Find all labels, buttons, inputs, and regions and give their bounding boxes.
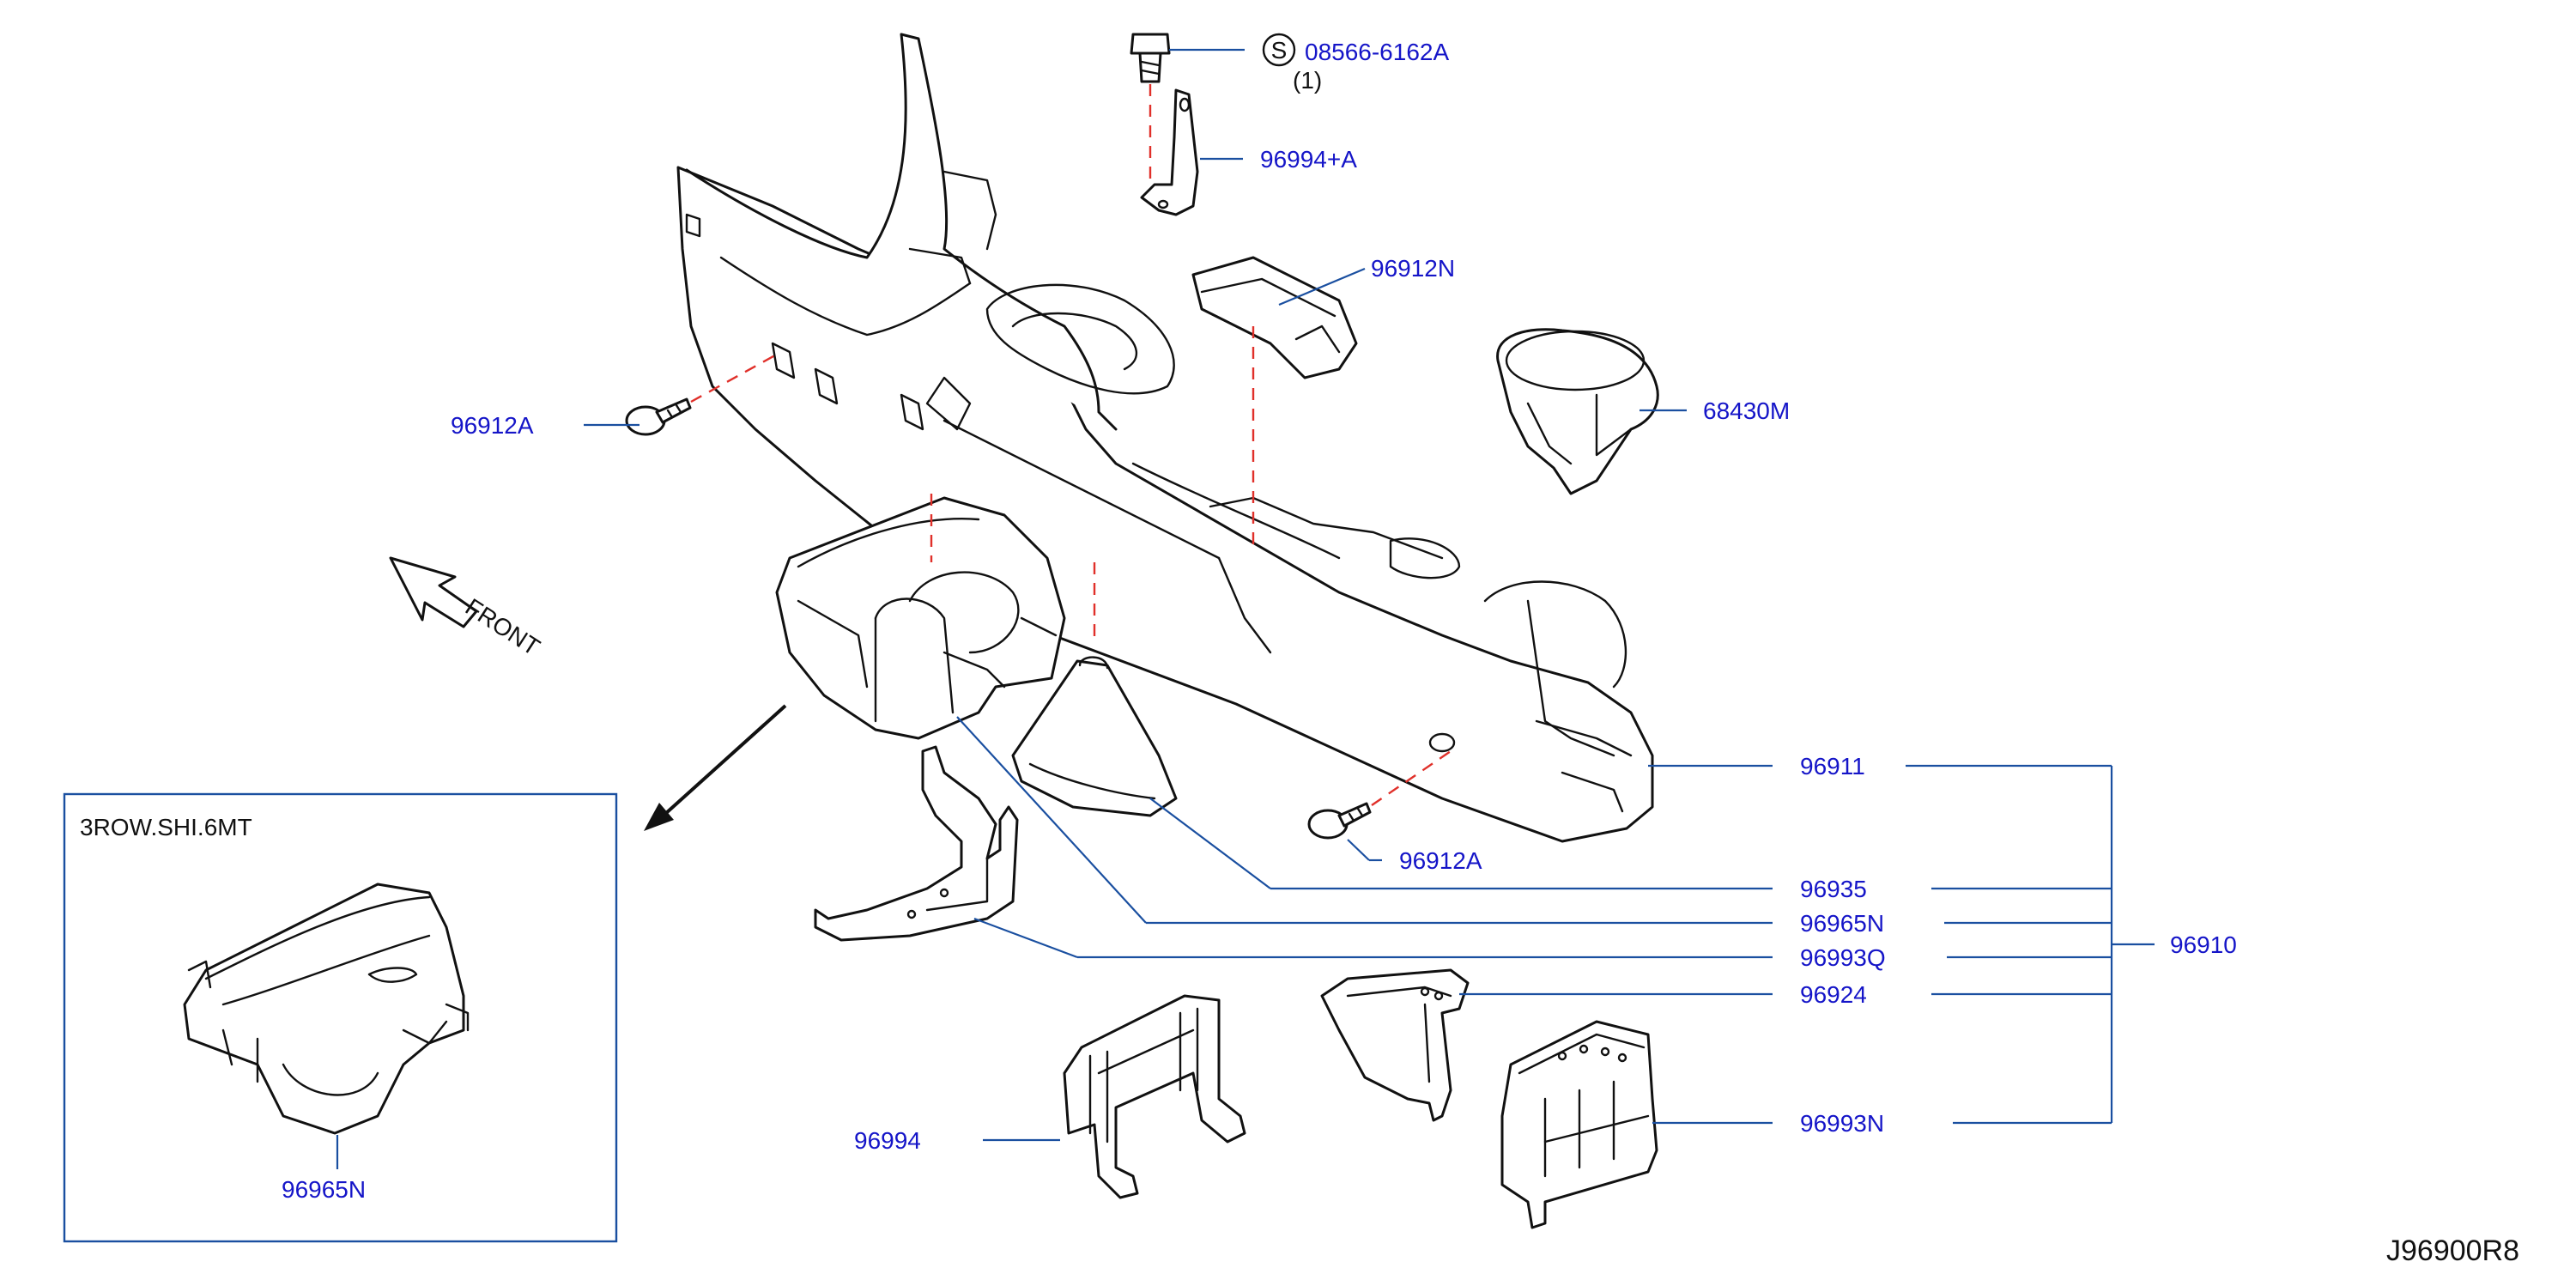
diagram-reference-id: J96900R8	[2386, 1235, 2519, 1267]
label-96910: 96910	[2170, 931, 2237, 958]
cup-ring-68430M	[1496, 328, 1659, 495]
label-68430M: 68430M	[1703, 397, 1790, 424]
label-08566-6162A: 08566-6162A	[1305, 39, 1449, 65]
front-direction-arrow	[389, 556, 478, 628]
bracket-96993Q	[814, 745, 1019, 942]
label-96911: 96911	[1800, 753, 1865, 780]
inset-cup-holder-96965N	[183, 883, 470, 1135]
label-96994A: 96994+A	[1260, 146, 1357, 173]
right-clip-line	[1371, 750, 1452, 806]
cup-holder-96965N	[775, 496, 1066, 740]
bracket-96994	[1063, 994, 1246, 1199]
screw-08566-6162A	[1130, 33, 1171, 83]
screw-symbol-letter: S	[1271, 37, 1288, 64]
inset-label-96965N: 96965N	[282, 1176, 366, 1203]
shift-boot-96935	[1011, 656, 1178, 817]
label-96912N: 96912N	[1371, 255, 1455, 282]
label-96965N: 96965N	[1800, 910, 1884, 937]
label-96912A-right: 96912A	[1399, 847, 1482, 874]
label-96924: 96924	[1800, 981, 1867, 1008]
label-96993Q: 96993Q	[1800, 944, 1886, 971]
screw-symbol-circle	[1262, 33, 1296, 67]
label-96993N: 96993N	[1800, 1110, 1884, 1137]
front-label: FRONT	[461, 593, 545, 661]
label-screw-qty: (1)	[1293, 67, 1322, 94]
left-clip-line	[690, 350, 782, 403]
label-96935: 96935	[1800, 876, 1867, 902]
clip-96912A-right	[1307, 802, 1372, 840]
leader-lines	[584, 48, 2155, 1142]
label-96912A-left: 96912A	[451, 412, 534, 439]
center-console-96911	[676, 33, 1654, 843]
bracket-96994A	[1140, 88, 1199, 216]
clip-96912A-left	[625, 397, 692, 436]
bracket-96993N	[1500, 1020, 1658, 1229]
label-96994: 96994	[854, 1127, 921, 1154]
bracket-96924	[1320, 968, 1470, 1122]
trim-96912N	[1191, 256, 1358, 379]
inset-box	[63, 792, 618, 1243]
inset-pointer-arrow	[644, 704, 787, 831]
inset-title: 3ROW.SHI.6MT	[80, 814, 252, 840]
